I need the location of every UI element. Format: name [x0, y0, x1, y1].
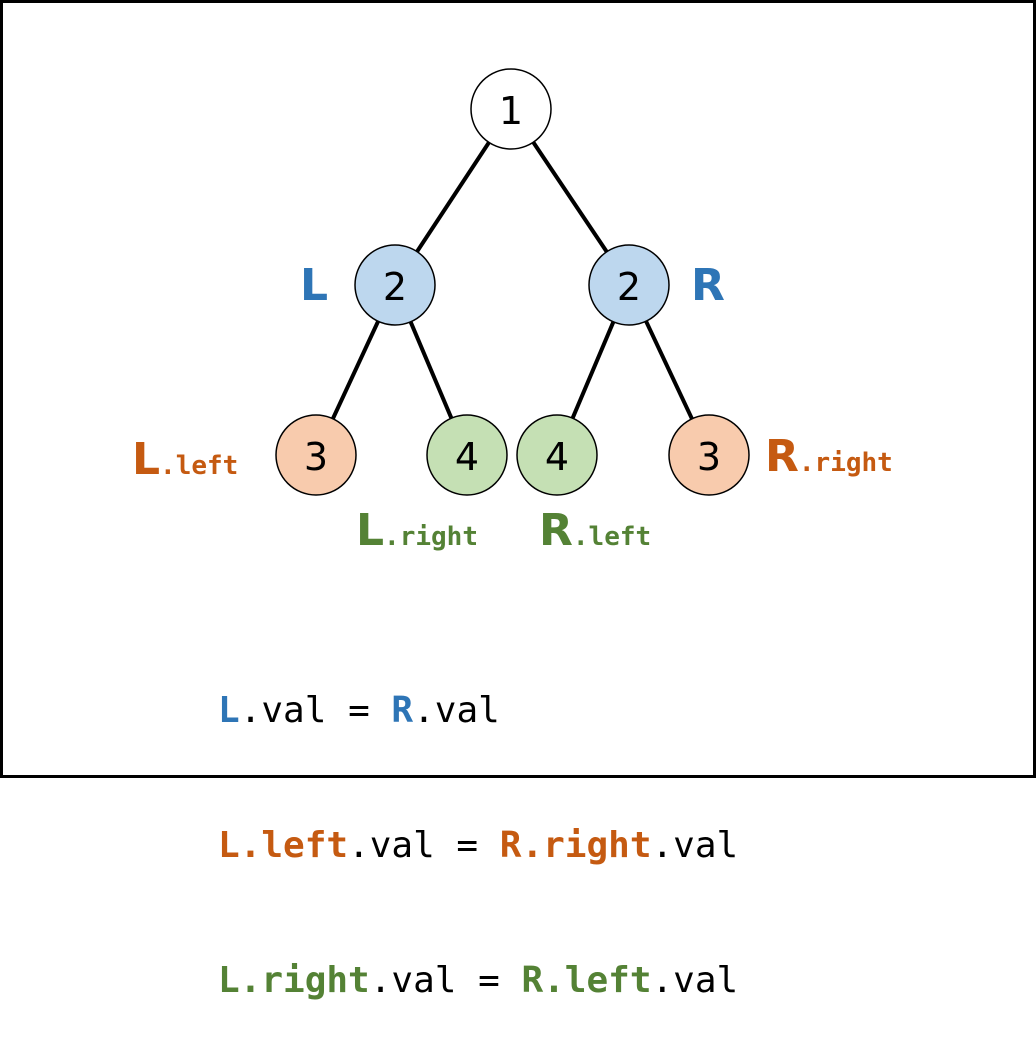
node-value: 1: [499, 89, 523, 133]
tree-node-L-right: 4: [426, 414, 508, 496]
equation-rhs-suffix: .val: [413, 690, 500, 731]
equation-rhs-suffix: .val: [651, 825, 739, 866]
node-value: 4: [545, 435, 569, 479]
equation-lhs-suffix: .val: [369, 960, 457, 1001]
equation-lhs: L.right: [218, 960, 370, 1001]
equation-lhs: L.left: [218, 825, 349, 866]
equation-rhs: R.right: [499, 825, 652, 866]
node-circle: [516, 414, 598, 496]
node-circle: [426, 414, 508, 496]
tree-node-R: 2: [588, 244, 670, 326]
equation-rhs: R.left: [521, 960, 652, 1001]
tree-edges: [331, 141, 694, 420]
tree-edge-root-to-L: [415, 141, 491, 253]
equation-rhs: R: [391, 690, 414, 731]
node-circle: [354, 244, 436, 326]
label-L-right: L.right: [356, 505, 478, 556]
tree-node-R-left: 4: [516, 414, 598, 496]
equation-operator: =: [456, 960, 522, 1001]
equation-line-1: L.val = R.val: [218, 688, 738, 733]
tree-edge-R-to-R-left: [570, 321, 616, 419]
label-R: R: [691, 260, 725, 311]
equation-line-3: L.right.val = R.left.val: [218, 958, 738, 1003]
tree-nodes: 1 2 2 3 4 4 3: [275, 68, 750, 496]
equation-lhs-suffix: .val: [239, 690, 327, 731]
node-value: 3: [697, 435, 721, 479]
symmetry-equations: L.val = R.val L.left.val = R.right.val L…: [218, 598, 738, 1048]
node-value: 2: [617, 265, 641, 309]
node-circle: [275, 414, 357, 496]
equation-lhs-suffix: .val: [348, 825, 435, 866]
tree-edge-R-to-R-right: [644, 320, 694, 420]
node-circle: [668, 414, 750, 496]
equation-lhs: L: [218, 690, 240, 731]
tree-edge-L-to-L-left: [331, 320, 380, 420]
node-circle: [588, 244, 670, 326]
label-R-left: R.left: [539, 505, 651, 556]
binary-tree-diagram: 1 2 2 3 4 4 3 L R L.left R.right L.right R.lef…: [132, 68, 893, 556]
label-R-right: R.right: [765, 431, 893, 482]
equation-operator: =: [434, 825, 500, 866]
tree-edge-root-to-R: [531, 141, 609, 253]
node-value: 2: [383, 265, 407, 309]
node-value: 4: [455, 435, 479, 479]
tree-edge-L-to-L-right: [408, 321, 454, 419]
node-value: 3: [304, 435, 328, 479]
label-L-left: L.left: [132, 434, 238, 485]
equation-rhs-suffix: .val: [651, 960, 739, 1001]
equation-line-2: L.left.val = R.right.val: [218, 823, 738, 868]
node-circle: [470, 68, 552, 150]
tree-node-R-right: 3: [668, 414, 750, 496]
tree-node-L: 2: [354, 244, 436, 326]
label-L: L: [300, 260, 328, 311]
equation-operator: =: [326, 690, 392, 731]
tree-node-root: 1: [470, 68, 552, 150]
tree-node-L-left: 3: [275, 414, 357, 496]
